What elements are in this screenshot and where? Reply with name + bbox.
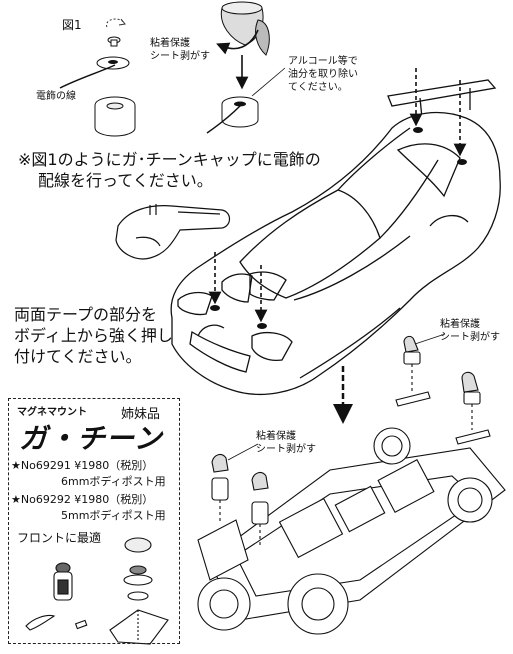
sister-product-box: マグネマウント 姉妹品 ガ・チーン ★No69291 ¥1980（税別） 6mm…: [8, 398, 180, 644]
sister-label: 姉妹品: [121, 407, 161, 422]
fig1-screw: [107, 36, 121, 47]
peel-top-label-2: シート剥がす: [150, 51, 210, 62]
mount-dot: [210, 127, 467, 329]
car-body: [170, 79, 501, 396]
peel-top-label-1: 粘着保護: [150, 38, 190, 49]
front-best-label: フロントに最適: [17, 531, 102, 545]
mount-rear-far: [455, 371, 491, 445]
mount-front-right: [251, 471, 269, 548]
chassis: [197, 427, 506, 635]
item1-line1: ★No69291 ¥1980（税別）: [11, 459, 154, 472]
peel-center-label-1: 粘着保護: [256, 431, 296, 442]
wiring-note-1: ※図1のようにガ･チーンキャップに電飾の: [18, 150, 321, 169]
sister-cap-knob: [109, 537, 169, 645]
peel-curve-arrow: [216, 29, 259, 55]
fig1-rotate-arrow: [106, 18, 126, 28]
fig1-washer: [96, 56, 130, 70]
sister-pin: [25, 614, 88, 631]
cap-base-top: [221, 96, 259, 128]
peel-sheet: [255, 19, 270, 56]
wire-top: [206, 105, 241, 134]
hand-icon: [115, 204, 231, 260]
sister-brand: マグネマウント: [17, 407, 87, 418]
decor-wire-label: 電飾の線: [36, 91, 76, 102]
peel-right-label-2: シート剥がす: [440, 332, 500, 343]
figure-label: 図1: [62, 18, 82, 32]
dashed-down-arrows: [208, 68, 467, 323]
item2-line1: ★No69292 ¥1980（税別）: [11, 493, 154, 506]
tape-note-2: ボディ上から強く押し: [14, 326, 173, 345]
wiring-note-2: 配線を行ってください。: [38, 171, 213, 190]
product-logo: ガ・チーン: [19, 422, 163, 455]
peel-right-label-1: 粘着保護: [440, 319, 480, 330]
alcohol-label-2: 油分を取り除い: [288, 69, 358, 80]
mount-rear-right: [395, 335, 431, 407]
alcohol-label-1: アルコール等で: [288, 56, 358, 67]
alcohol-label-3: てください。: [288, 82, 348, 93]
peel-center-label-2: シート剥がす: [256, 444, 316, 455]
fig1-cap-base: [94, 96, 136, 137]
item1-line2: 6mmボディポスト用: [61, 475, 166, 488]
tape-note-3: 付けてください。: [14, 347, 142, 366]
alcohol-leader: [251, 67, 286, 97]
peel-leaders: [227, 333, 446, 461]
sister-cap-bottle: [53, 562, 73, 601]
decor-wire-line: [59, 64, 116, 89]
item2-line2: 5mmボディポスト用: [61, 509, 166, 522]
tape-note-1: 両面テープの部分を: [14, 305, 158, 324]
mount-front-left: [211, 453, 229, 522]
cap-top-knob: [220, 1, 264, 46]
